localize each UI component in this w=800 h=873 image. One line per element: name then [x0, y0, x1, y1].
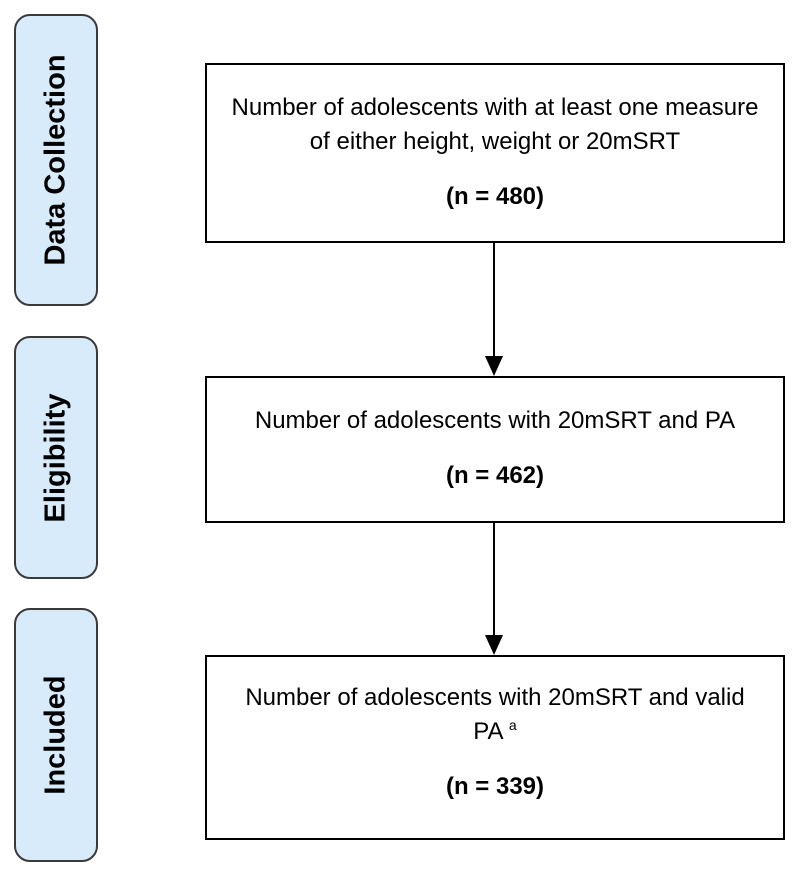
stage-included: Included	[14, 608, 98, 862]
flow-box-eligibility: Number of adolescents with 20mSRT and PA…	[205, 376, 785, 523]
stage-eligibility: Eligibility	[14, 336, 98, 579]
stage-data-collection: Data Collection	[14, 14, 98, 306]
flow-box-count: (n = 339)	[445, 773, 545, 800]
flow-box-count: (n = 480)	[445, 183, 545, 210]
flow-box-data-collection: Number of adolescents with at least one …	[205, 63, 785, 243]
flow-box-text: Number of adolescents with 20mSRT and PA	[254, 407, 736, 434]
flow-box-text: Number of adolescents with at least one …	[231, 94, 759, 155]
flow-box-text: Number of adolescents with 20mSRT and va…	[245, 684, 745, 745]
flow-box-included: Number of adolescents with 20mSRT and va…	[205, 655, 785, 840]
flow-arrow-2	[485, 523, 503, 655]
flow-arrow-1	[485, 243, 503, 376]
flow-box-count: (n = 462)	[445, 462, 545, 489]
